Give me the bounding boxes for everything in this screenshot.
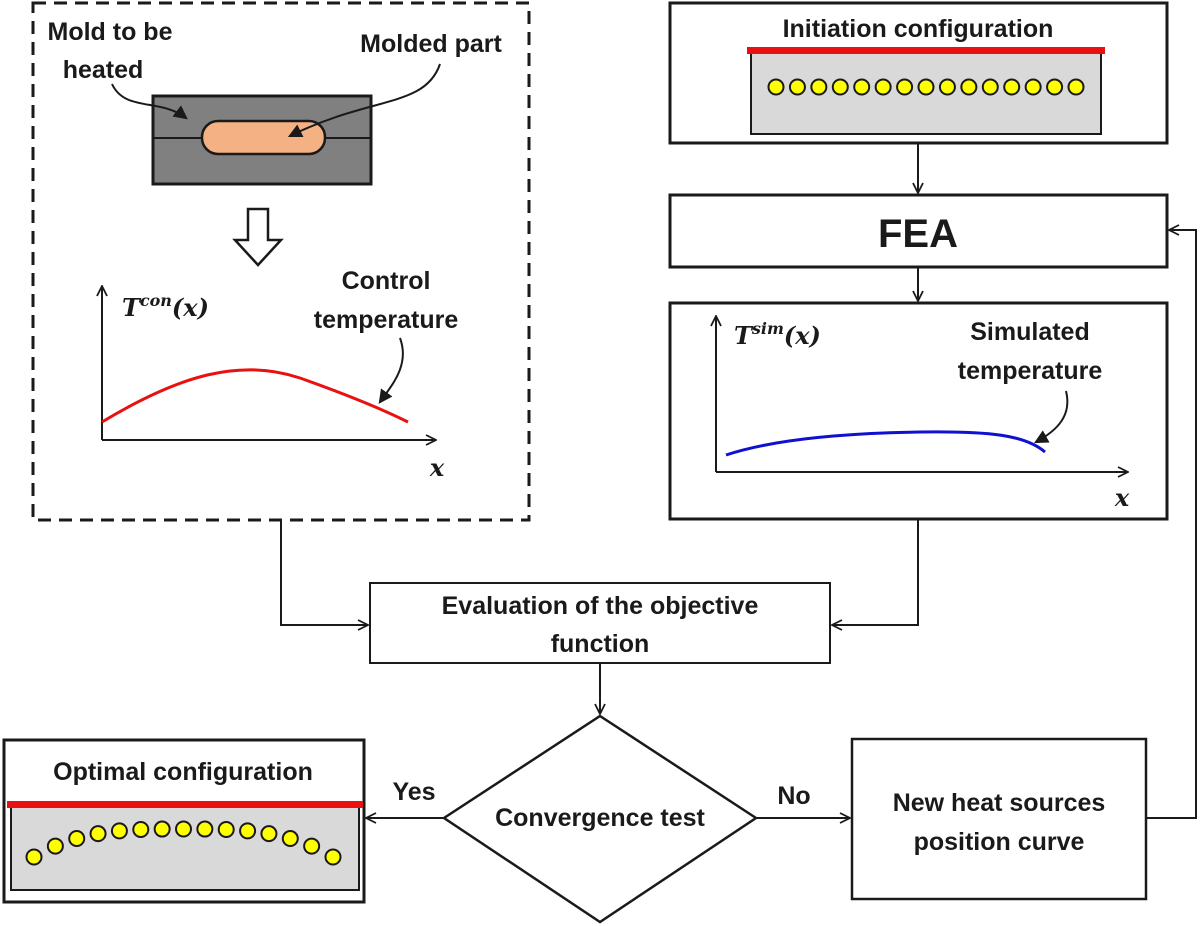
optimal-block: Optimal configuration [2, 738, 366, 904]
control-temperature-plot: Tcon(x) x Control temperature [102, 267, 458, 482]
optimal-mold [10, 805, 360, 891]
new-positions-box [850, 737, 1148, 901]
fea-label: FEA [878, 212, 958, 256]
optimal-heat-source-15 [324, 848, 342, 866]
evaluation-line1: Evaluation of the objective [442, 592, 759, 620]
optimal-heat-source-12 [260, 825, 278, 843]
optimal-heat-source-5 [110, 822, 128, 840]
simulation-box [668, 301, 1169, 521]
process-down-arrow [232, 207, 284, 267]
simulated-pointer-arrow [1033, 390, 1069, 444]
optimal-heat-source-13 [281, 830, 299, 848]
control-to-eval-arrow [280, 520, 368, 625]
initiation-heat-source-12 [1003, 78, 1021, 96]
simulated-x-axis-label: x [1114, 483, 1130, 512]
initiation-heat-source-11 [981, 78, 999, 96]
mold-label-line1: Mold to be [48, 18, 173, 46]
optimal-heat-sources [25, 820, 342, 866]
loop-back-arrow [1146, 230, 1197, 819]
new-positions-block: New heat sources position curve [850, 737, 1148, 901]
simulated-label-line2: temperature [958, 357, 1103, 385]
mold-pointer-arrow [111, 83, 188, 120]
initiation-heat-source-2 [788, 78, 806, 96]
optimal-heat-source-10 [217, 821, 235, 839]
fea-block: FEA [668, 193, 1169, 269]
optimal-title: Optimal configuration [53, 758, 313, 786]
control-x-axis-label: x [429, 453, 445, 482]
simulated-label-line1: Simulated [970, 318, 1089, 346]
convergence-diamond [441, 714, 759, 924]
initiation-heat-sources [767, 78, 1085, 96]
molded-part-shape [200, 119, 327, 156]
initiation-heat-source-6 [874, 78, 892, 96]
optimal-heat-source-1 [25, 848, 43, 866]
optimal-heat-source-4 [89, 825, 107, 843]
simulated-y-axis-label: Tsim(x) [734, 319, 821, 350]
mold-label-line2: heated [63, 56, 144, 84]
initiation-heat-source-5 [853, 78, 871, 96]
initiation-block: Initiation configuration [668, 1, 1169, 145]
optimal-heat-source-11 [239, 822, 257, 840]
decision-block: Convergence test Yes No [392, 714, 811, 924]
initiation-heat-source-10 [960, 78, 978, 96]
initiation-heat-source-14 [1046, 78, 1064, 96]
initiation-heat-source-9 [938, 78, 956, 96]
control-label-line2: temperature [314, 306, 459, 334]
control-temperature-curve [101, 368, 409, 424]
new-positions-line1: New heat sources [893, 789, 1106, 817]
part-label: Molded part [360, 30, 502, 58]
initiation-heat-source-13 [1024, 78, 1042, 96]
initiation-heat-source-7 [896, 78, 914, 96]
evaluation-block: Evaluation of the objective function [369, 582, 831, 664]
optimal-heat-source-8 [175, 820, 192, 838]
evaluation-line2: function [551, 630, 650, 658]
convergence-label: Convergence test [495, 804, 705, 832]
optimal-heat-source-3 [68, 830, 86, 848]
simulation-block: Tsim(x) x Simulated temperature [668, 301, 1169, 521]
initiation-heat-source-8 [917, 78, 935, 96]
connectors [280, 143, 1197, 819]
new-positions-line2: position curve [914, 828, 1085, 856]
optimal-heat-source-6 [132, 821, 150, 839]
optimal-heat-source-9 [196, 820, 214, 838]
sim-to-eval-arrow [832, 519, 919, 625]
optimal-heat-source-14 [303, 837, 321, 855]
optimal-heat-source-7 [153, 820, 171, 838]
part-pointer-arrow [287, 63, 441, 138]
optimal-heater-bar [7, 801, 363, 808]
yes-label: Yes [392, 778, 435, 806]
evaluation-box [369, 582, 831, 664]
initiation-title: Initiation configuration [783, 15, 1054, 43]
no-label: No [777, 782, 810, 810]
control-pointer-arrow [378, 337, 404, 404]
initiation-heat-source-4 [831, 78, 849, 96]
initiation-heater-bar [747, 47, 1105, 54]
control-y-axis-label: Tcon(x) [122, 291, 209, 322]
initiation-heat-source-15 [1067, 78, 1085, 96]
optimal-heat-source-2 [46, 837, 64, 855]
simulated-temperature-curve [725, 430, 1046, 457]
control-label-line1: Control [342, 267, 431, 295]
mold-panel: Mold to be heated Molded part Tcon(x) x … [31, 1, 531, 522]
initiation-heat-source-1 [767, 78, 785, 96]
initiation-heat-source-3 [810, 78, 828, 96]
